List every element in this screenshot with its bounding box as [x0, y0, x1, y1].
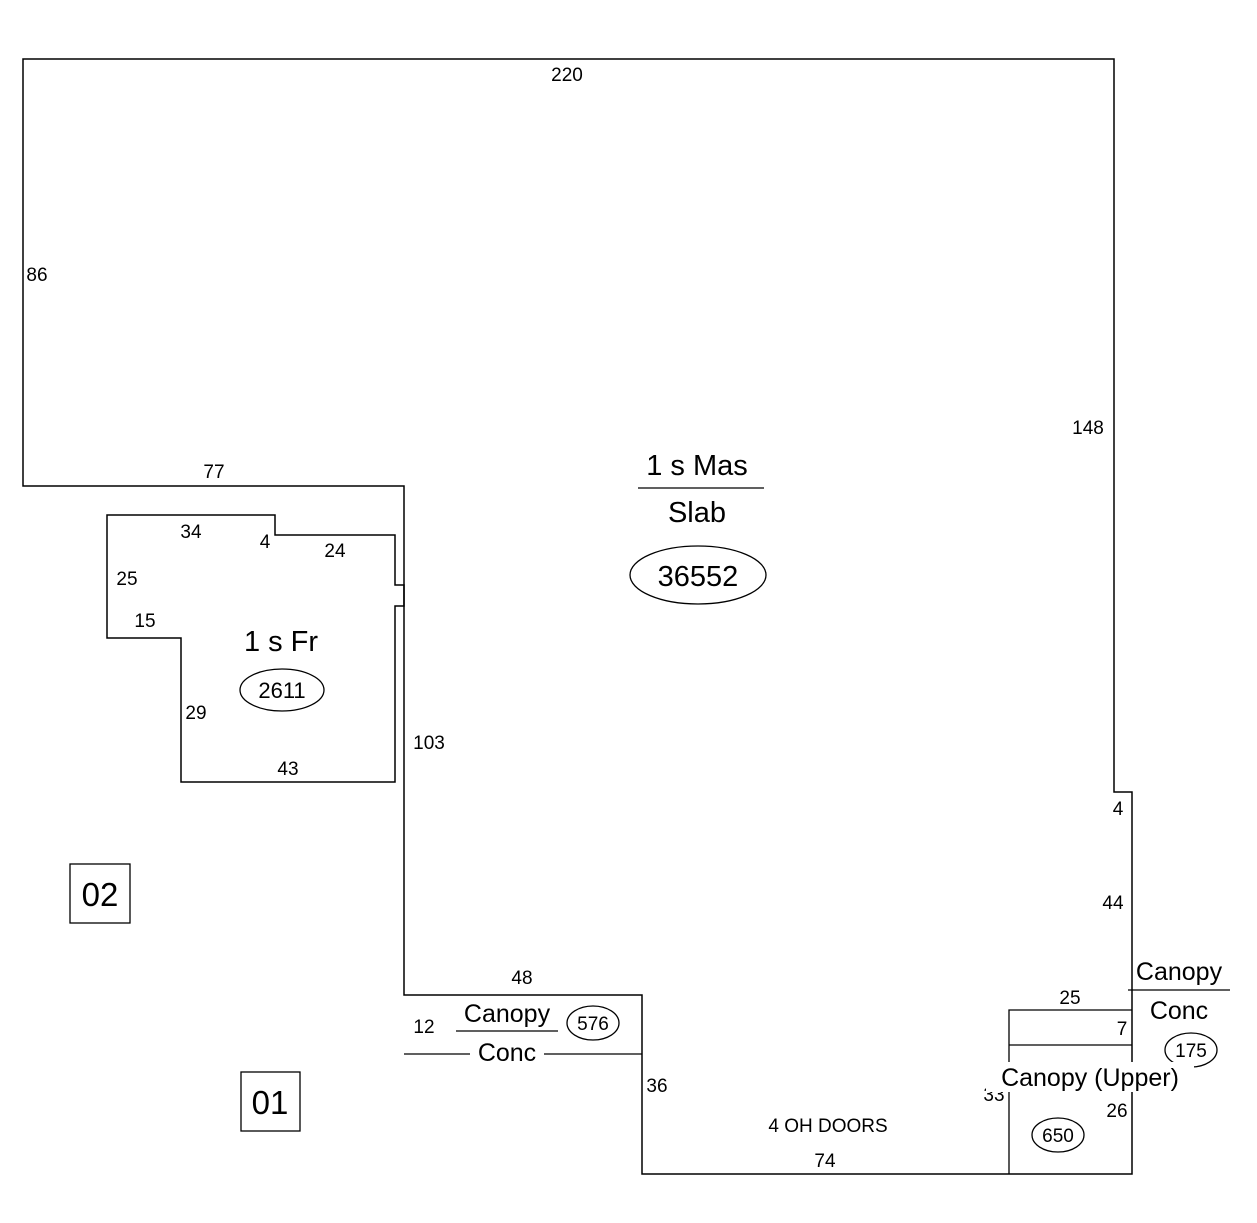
canopy-upper-label: Canopy (Upper)	[1001, 1064, 1179, 1092]
dim-left: 86	[26, 265, 47, 286]
dim-step: 36	[646, 1076, 667, 1097]
canopy-left-value: 576	[577, 1014, 609, 1035]
main-area-value-oval	[629, 545, 767, 605]
dim-fr-left: 25	[116, 569, 137, 590]
dim-ledge: 77	[203, 462, 224, 483]
frame-area-value-oval	[239, 668, 325, 712]
card-label-01: 01	[252, 1084, 289, 1121]
canopy-left-label: Canopy	[464, 1000, 551, 1028]
frame-area-value: 2611	[258, 678, 305, 703]
dim-fr-bottom: 43	[277, 759, 298, 780]
canopy-upper-value: 650	[1042, 1126, 1074, 1147]
canopy-upper-outline	[1008, 1009, 1132, 1174]
dim-middle-wall: 103	[413, 733, 445, 754]
dim-canopy-left-side: 12	[413, 1017, 434, 1038]
frame-area-label: 1 s Fr	[244, 626, 318, 658]
dim-canopy-upper-side: 7	[1117, 1019, 1128, 1040]
dim-bottom: 74	[814, 1151, 836, 1172]
dim-notch: 4	[1113, 799, 1124, 820]
main-area-label: 1 s Mas	[646, 450, 748, 482]
canopy-left-sublabel: Conc	[478, 1039, 536, 1067]
canopy-right-label: Canopy	[1136, 958, 1223, 986]
card-label-02: 02	[82, 876, 119, 913]
doors-note: 4 OH DOORS	[768, 1116, 887, 1137]
dim-fr-inner: 15	[134, 611, 155, 632]
dim-right-lower: 44	[1102, 893, 1124, 914]
main-area-value: 36552	[658, 561, 739, 593]
dim-canopy-upper-right: 26	[1106, 1101, 1127, 1122]
dim-top: 220	[551, 65, 583, 86]
dim-fr-top-right: 24	[324, 541, 346, 562]
dim-canopy-left-top: 48	[511, 968, 532, 989]
main-area-sublabel: Slab	[668, 497, 726, 529]
dim-fr-lower-left: 29	[185, 703, 206, 724]
canopy-upper-value-oval	[1031, 1117, 1085, 1153]
canopy-left-value-oval	[566, 1005, 620, 1041]
canopy-right-value: 175	[1175, 1041, 1207, 1062]
dim-fr-jog: 4	[260, 532, 271, 553]
canopy-right-sublabel: Conc	[1150, 997, 1208, 1025]
dim-canopy-upper-top: 25	[1059, 988, 1080, 1009]
card-box-01	[240, 1071, 301, 1132]
frame-addition-outline	[106, 514, 405, 783]
main-building-outline	[22, 58, 1133, 1175]
dim-right-upper: 148	[1072, 418, 1104, 439]
dim-fr-top: 34	[180, 522, 202, 543]
card-box-02	[69, 863, 131, 924]
